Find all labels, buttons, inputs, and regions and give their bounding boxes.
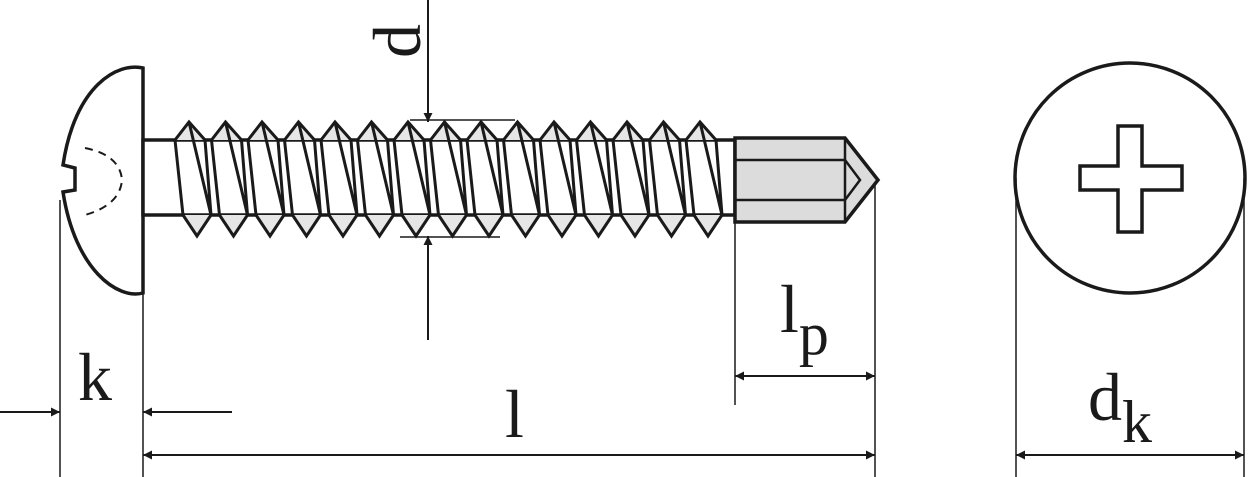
head-top-view [1013, 61, 1247, 295]
label-dk: dk [1088, 359, 1152, 455]
thread-tooth [465, 119, 505, 239]
thread-tooth [575, 119, 614, 239]
thread-tooth [611, 119, 651, 239]
thread-tooth [356, 119, 395, 239]
label-dk-main: d [1088, 359, 1122, 435]
label-lp: lp [780, 271, 829, 367]
thread-tooth [246, 119, 286, 239]
drill-point [733, 136, 881, 224]
thread-tooth [283, 119, 322, 239]
label-lp-sub: p [799, 301, 829, 367]
label-d: d [359, 24, 435, 58]
thread-tooth [173, 119, 213, 239]
label-dk-sub: k [1122, 389, 1152, 455]
thread-tooth [538, 119, 578, 239]
label-k: k [78, 339, 112, 415]
thread-tooth [502, 119, 541, 239]
slot-hidden-lines [84, 147, 124, 216]
label-lp-main: l [780, 271, 799, 347]
threads [173, 119, 724, 239]
screw-head [61, 65, 145, 296]
thread-tooth [319, 119, 359, 239]
phillips-recess [1078, 124, 1184, 234]
thread-tooth [648, 119, 687, 239]
thread-tooth [392, 119, 432, 239]
thread-tooth [429, 119, 468, 239]
label-l: l [505, 376, 524, 452]
thread-tooth [684, 119, 724, 239]
thread-tooth [210, 119, 249, 239]
